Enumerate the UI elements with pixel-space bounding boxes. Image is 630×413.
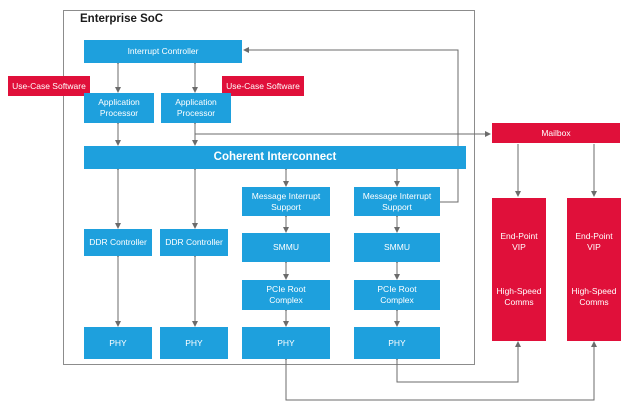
phy-3: PHY (242, 327, 330, 359)
ddr-controller-2: DDR Controller (160, 229, 228, 256)
message-interrupt-support-1: Message Interrupt Support (242, 187, 330, 216)
phy-2: PHY (160, 327, 228, 359)
message-interrupt-support-2: Message Interrupt Support (354, 187, 440, 216)
smmu-2: SMMU (354, 233, 440, 262)
ddr-controller-1: DDR Controller (84, 229, 152, 256)
phy-4: PHY (354, 327, 440, 359)
end-point-vip-2: End-Point VIP High-Speed Comms (567, 198, 621, 341)
application-processor-1: Application Processor (84, 93, 154, 123)
pcie-root-complex-1: PCIe Root Complex (242, 280, 330, 310)
phy-1: PHY (84, 327, 152, 359)
coherent-interconnect: Coherent Interconnect (84, 146, 466, 169)
use-case-software-2: Use-Case Software (222, 76, 304, 96)
interrupt-controller: Interrupt Controller (84, 40, 242, 63)
application-processor-2: Application Processor (161, 93, 231, 123)
soc-title: Enterprise SoC (80, 13, 164, 25)
mailbox: Mailbox (492, 123, 620, 143)
pcie-root-complex-2: PCIe Root Complex (354, 280, 440, 310)
smmu-1: SMMU (242, 233, 330, 262)
end-point-vip-1: End-Point VIP High-Speed Comms (492, 198, 546, 341)
use-case-software-1: Use-Case Software (8, 76, 90, 96)
